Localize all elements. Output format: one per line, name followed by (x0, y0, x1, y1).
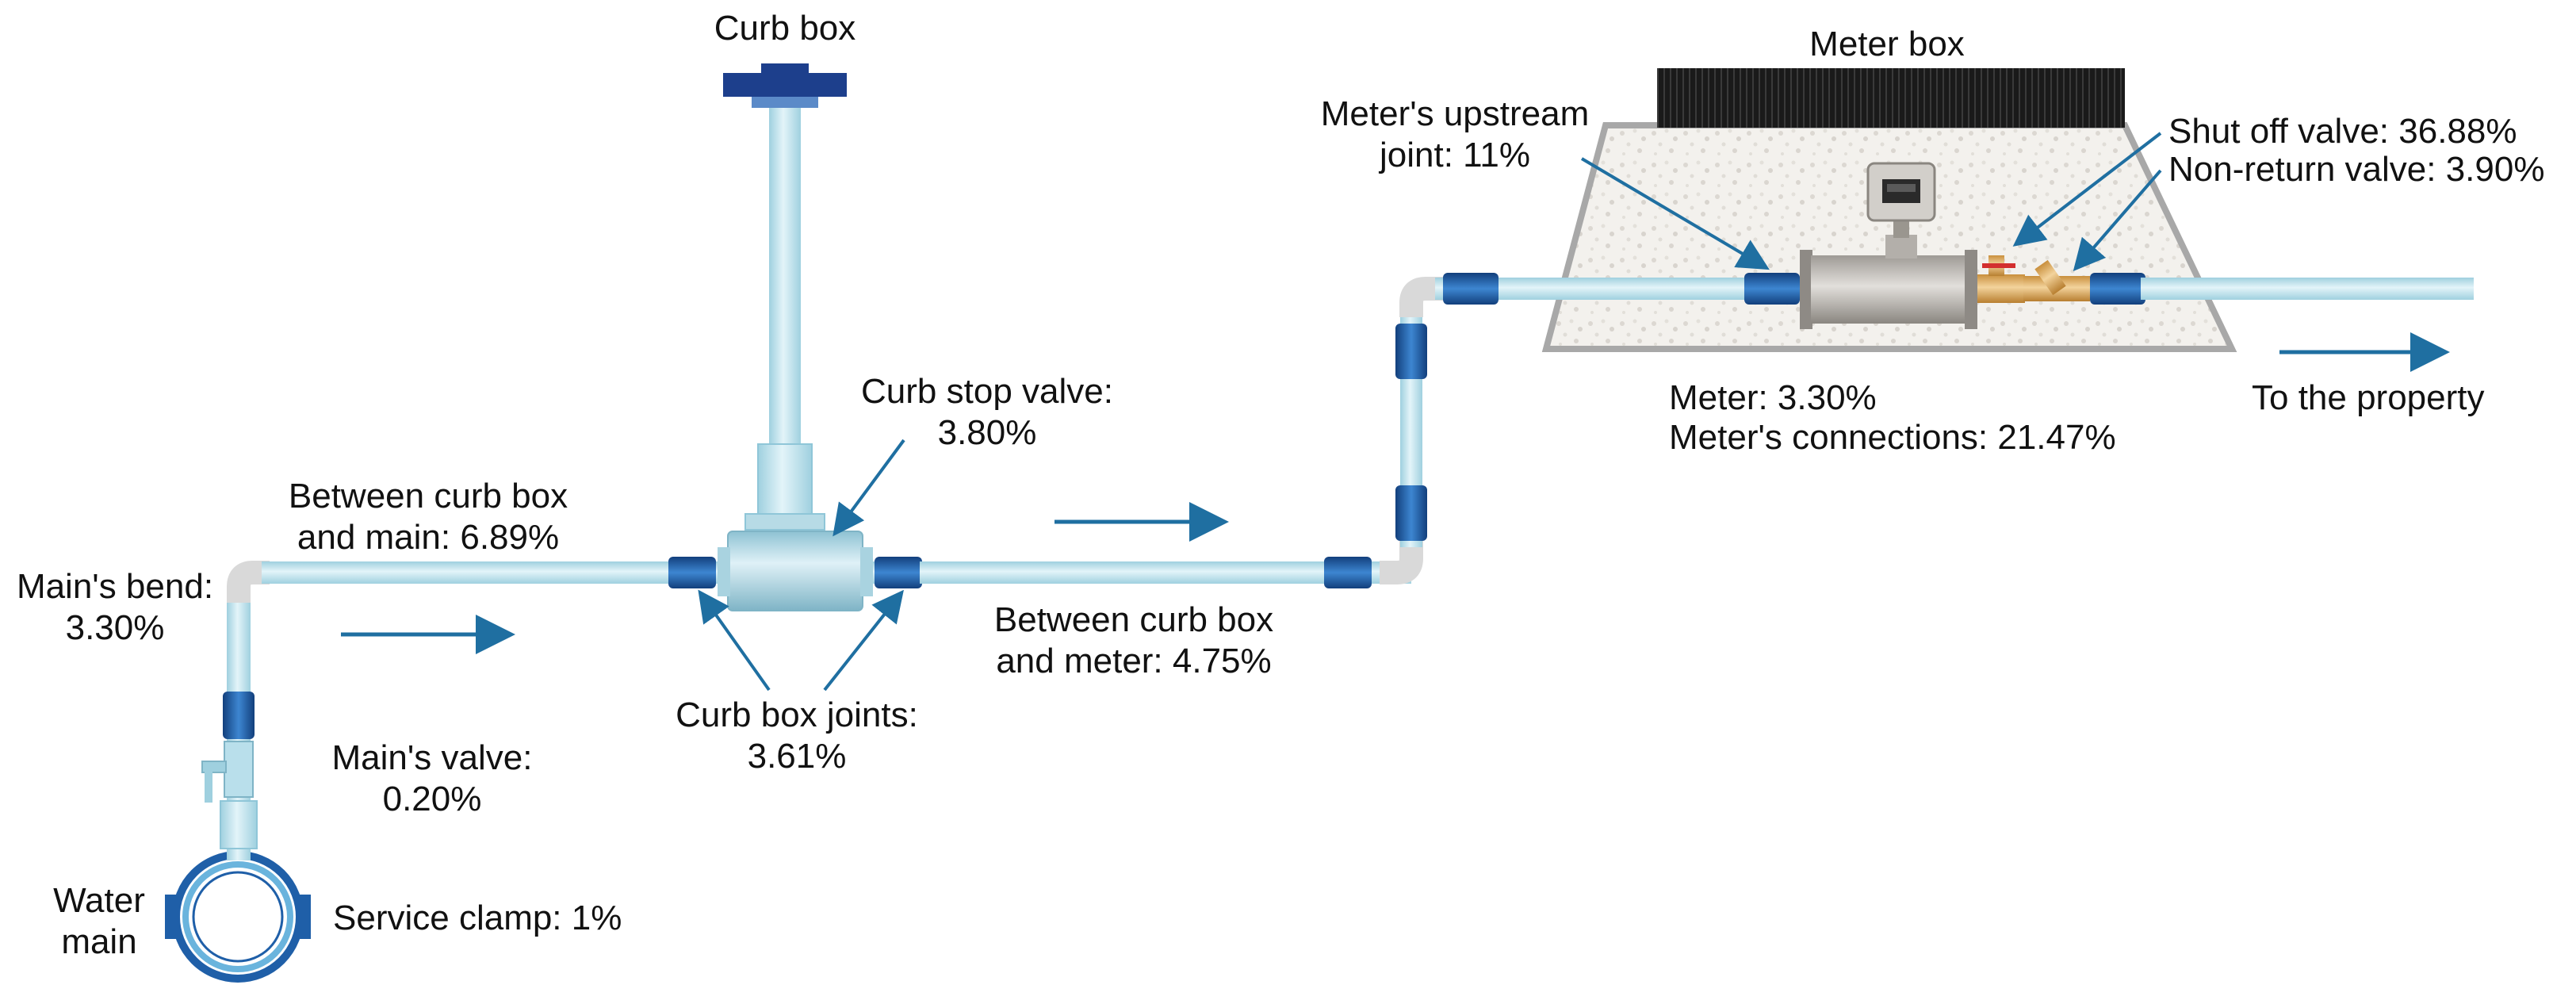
meter-upstream-joint (1744, 273, 1800, 305)
curb-box-joint-left (668, 557, 716, 588)
mains-valve (201, 741, 254, 803)
leader-non-return-valve (2073, 169, 2162, 272)
label-mains-bend-line1: Main's bend: (16, 567, 214, 606)
label-meters-upstream-joint: Meter's upstream joint: 11% (1300, 94, 1610, 176)
leader-curb-stop-valve (833, 439, 905, 537)
lower-elbow (1380, 539, 1423, 584)
pipe-joint-vertical-upper (1395, 324, 1427, 379)
label-meter: Meter: 3.30% (1669, 378, 1877, 417)
pipe-to-property (2141, 278, 2474, 300)
mains-bend (227, 561, 270, 603)
label-curb-stop-valve: Curb stop valve: 3.80% (840, 371, 1134, 454)
label-service-clamp: Service clamp: 1% (333, 899, 622, 937)
upper-elbow (1399, 277, 1443, 317)
curb-box-joint-right (875, 557, 922, 588)
label-curb-stop-valve-line1: Curb stop valve: (861, 372, 1113, 411)
label-between-curb-box-and-main-line1: Between curb box (288, 477, 568, 515)
leader-upstream-joint (1580, 157, 1770, 270)
label-curb-box: Curb box (714, 9, 856, 48)
non-return-valve (2023, 259, 2090, 301)
label-curb-box-joints-line2: 3.61% (747, 737, 847, 776)
label-meters-upstream-joint-line1: Meter's upstream (1320, 94, 1590, 133)
label-curb-box-joints: Curb box joints: 3.61% (654, 695, 940, 777)
service-clamp (165, 895, 311, 939)
label-to-the-property: To the property (2252, 378, 2485, 417)
label-mains-valve-line2: 0.20% (382, 780, 482, 818)
label-non-return-valve: Non-return valve: 3.90% (2168, 150, 2545, 189)
label-curb-box-joints-line1: Curb box joints: (676, 696, 918, 734)
water-main-pipe (172, 851, 304, 983)
label-mains-bend: Main's bend: 3.30% (0, 566, 230, 649)
label-water-main-line2: main (61, 922, 137, 961)
flow-arrows (341, 332, 2450, 654)
pipe-joint-vertical-lower (1395, 485, 1427, 541)
label-mains-bend-line2: 3.30% (65, 608, 165, 647)
leader-arrows (698, 132, 2162, 692)
leader-curb-joint-left (698, 589, 771, 692)
label-water-main-line1: Water (53, 881, 145, 920)
riser-joint (223, 692, 255, 739)
label-between-curb-box-and-meter-line2: and meter: 4.75% (996, 642, 1272, 680)
label-meters-upstream-joint-line2: joint: 11% (1380, 136, 1530, 174)
label-mains-valve-line1: Main's valve: (331, 738, 533, 777)
leader-shut-off-valve (2012, 132, 2162, 247)
label-curb-stop-valve-line2: 3.80% (937, 413, 1037, 452)
label-meters-connections: Meter's connections: 21.47% (1669, 418, 2116, 457)
label-between-curb-box-and-meter: Between curb box and meter: 4.75% (975, 600, 1292, 682)
label-between-curb-box-and-main-line2: and main: 6.89% (297, 518, 560, 557)
curb-box (723, 63, 847, 531)
label-meter-box: Meter box (1809, 25, 1965, 63)
meter-box-lid (1657, 68, 2125, 128)
meter-downstream-joint (2090, 273, 2145, 305)
pipe-joint-before-meter-box (1443, 273, 1499, 305)
label-mains-valve: Main's valve: 0.20% (313, 738, 551, 820)
pipe-joint-lower-right (1324, 557, 1372, 588)
leader-curb-joint-right (823, 589, 904, 692)
label-shut-off-valve: Shut off valve: 36.88% (2168, 112, 2517, 151)
label-between-curb-box-and-main: Between curb box and main: 6.89% (274, 476, 583, 558)
curb-stop-valve (718, 531, 873, 611)
shut-off-valve (1977, 255, 2025, 303)
label-between-curb-box-and-meter-line1: Between curb box (993, 600, 1274, 639)
water-meter (1800, 162, 1977, 329)
label-water-main: Water main (32, 880, 167, 963)
